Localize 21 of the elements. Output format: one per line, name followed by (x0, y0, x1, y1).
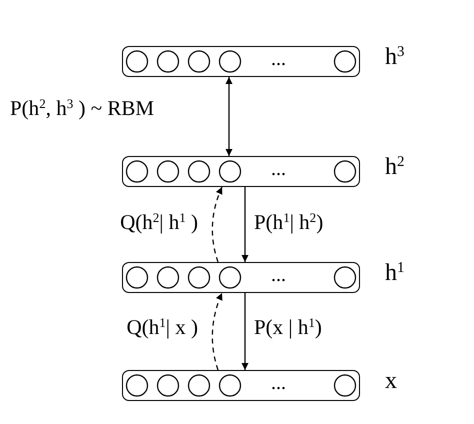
edge-label: Q(h$^{1}$| x ) (126, 315, 198, 342)
layer-bar (122, 370, 360, 401)
layer-bar (122, 46, 360, 77)
ellipsis-text: ... (271, 159, 286, 179)
edge-label: P(h$^{1}$| h$^{2}$) (254, 210, 324, 237)
layer-label: h$^{3}$ (385, 44, 404, 72)
layer-label: h$^{2}$ (385, 154, 404, 182)
arrow (226, 77, 232, 156)
layer-label: h$^{1}$ (385, 260, 404, 288)
edge-label: Q(h$^{2}$| h$^{1}$ ) (120, 210, 198, 237)
dashed-arrow (212, 186, 223, 262)
dashed-arrow (212, 292, 223, 370)
ellipsis-text: ... (271, 373, 286, 393)
layer-bar (122, 156, 360, 187)
ellipsis-text: ... (271, 49, 286, 69)
layer-label: x (385, 368, 397, 394)
arrow (242, 293, 248, 370)
edge-label: P(x | h$^{1}$) (254, 315, 322, 342)
ellipsis-text: ... (271, 265, 286, 285)
layer-bar (122, 262, 360, 293)
arrow (242, 187, 248, 262)
